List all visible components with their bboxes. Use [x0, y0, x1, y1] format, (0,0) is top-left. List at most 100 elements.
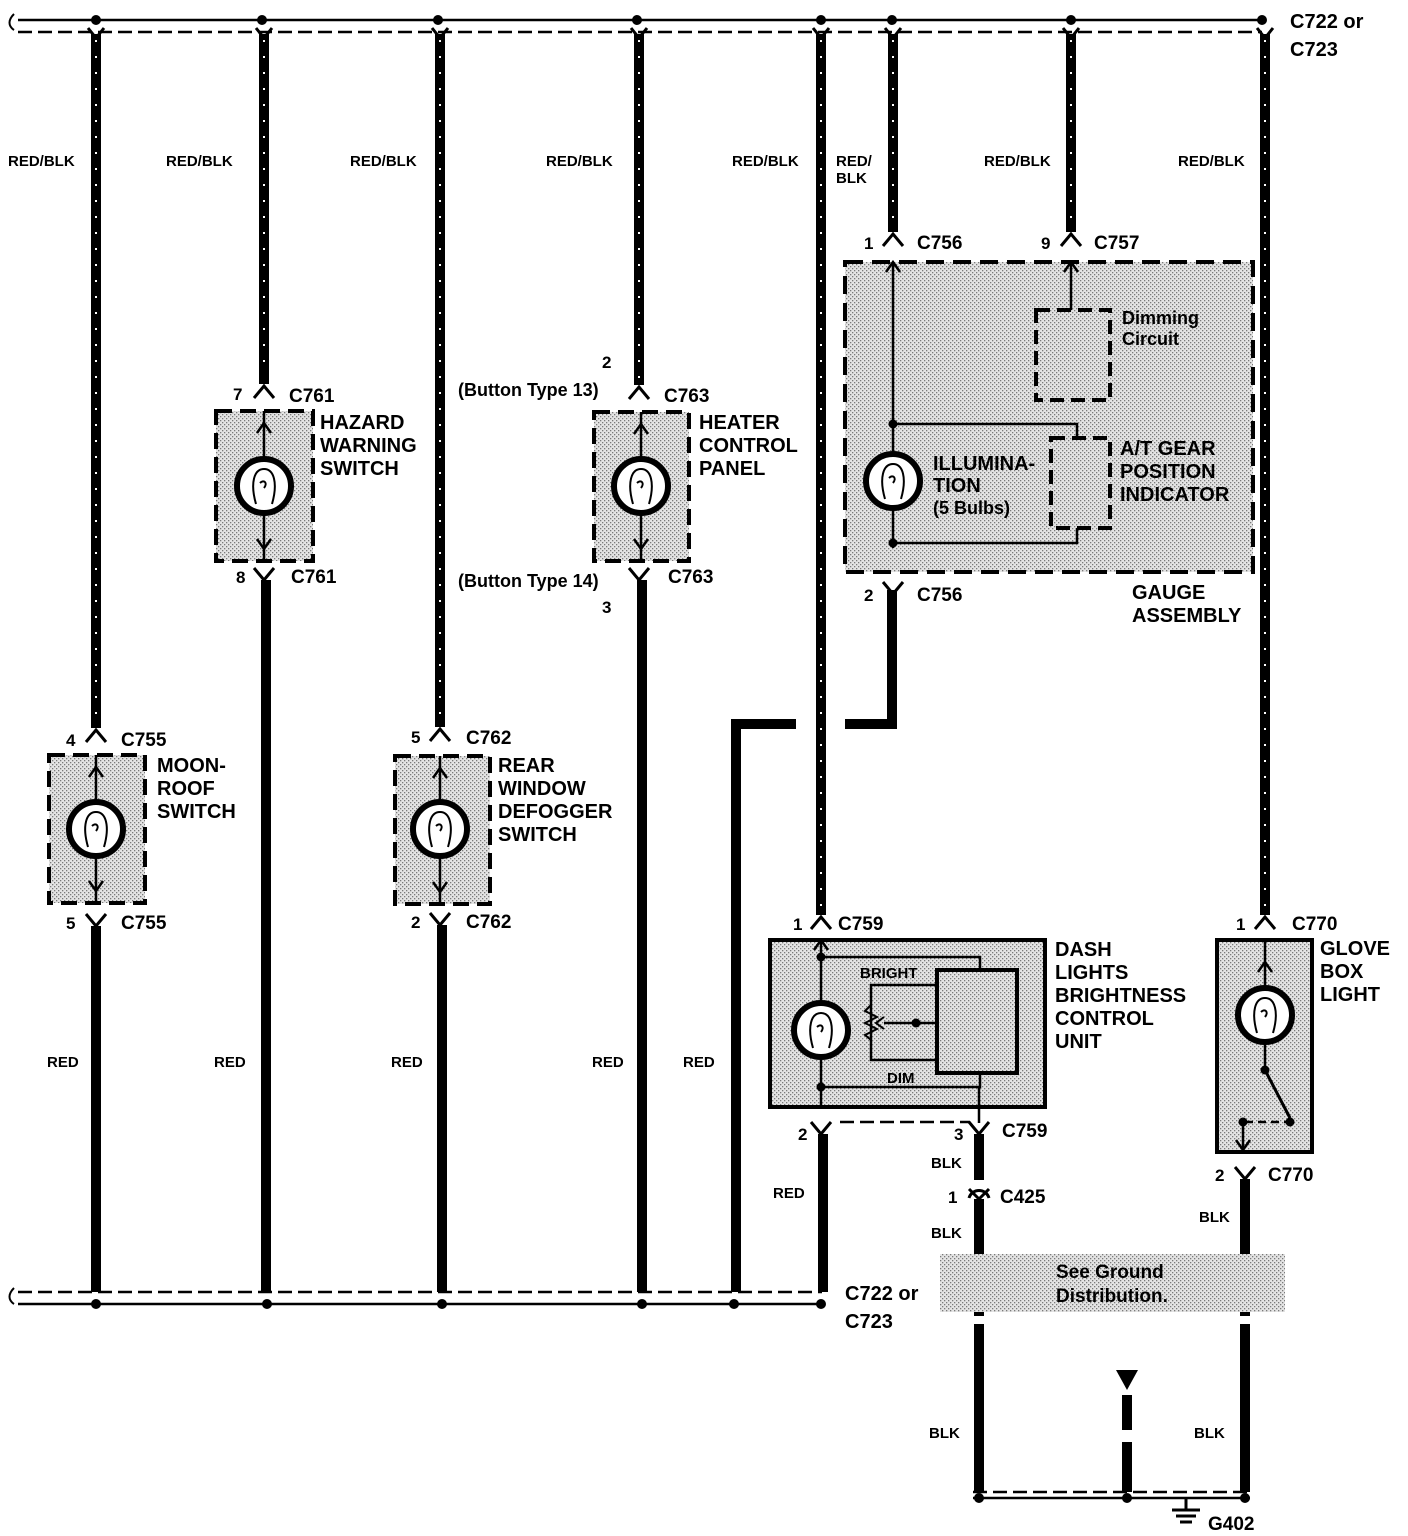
glovebox-label-2: BOX	[1320, 961, 1364, 983]
heater-bulb-icon	[611, 456, 671, 516]
hazard-pin-in: 7	[233, 385, 242, 404]
dash-blk-label-1: BLK	[931, 1155, 962, 1172]
dimming-label-2: Circuit	[1122, 329, 1179, 349]
gauge-wire-color-top-2: RED/BLK	[984, 153, 1051, 170]
defogger-label-3: DEFOGGER	[498, 801, 613, 823]
heater-pin-out: 3	[602, 598, 611, 617]
glovebox-pin-in: 1	[1236, 915, 1245, 934]
gauge-connector-b: C757	[1094, 233, 1139, 254]
hazard-pin-out: 8	[236, 568, 245, 587]
moonroof-pin-out: 5	[66, 914, 75, 933]
heater-label-3: PANEL	[699, 458, 765, 480]
ground-note-box	[940, 1254, 1285, 1312]
ground-label: G402	[1208, 1514, 1254, 1535]
gauge-pin-c: 2	[864, 586, 873, 605]
moonroof-connector-in: C755	[121, 730, 167, 751]
at-gear-label-1: A/T GEAR	[1120, 438, 1216, 460]
dash-pin-out-2: 3	[954, 1125, 963, 1144]
moonroof-label-1: MOON-	[157, 755, 226, 777]
defogger-switch-box	[393, 754, 492, 906]
gauge-connector-c: C756	[917, 585, 962, 606]
rheostat-icon	[862, 1004, 880, 1041]
ground-symbol-icon	[1172, 1498, 1200, 1524]
moonroof-pin-in: 4	[66, 731, 76, 750]
dash-wire-color-top: RED/BLK	[732, 153, 799, 170]
moonroof-wires	[84, 27, 108, 1292]
defogger-pin-out: 2	[411, 913, 420, 932]
moonroof-label-3: SWITCH	[157, 801, 236, 823]
heater-label-2: CONTROL	[699, 435, 798, 457]
illumination-label-1: ILLUMINA-	[933, 453, 1035, 475]
glovebox-pin-out: 2	[1215, 1166, 1224, 1185]
dash-bulb-icon	[791, 1000, 851, 1060]
ground-bus	[973, 1370, 1250, 1524]
gauge-return-wire	[731, 590, 897, 1292]
gauge-feed-wires	[881, 27, 1083, 597]
dash-feed-wire	[809, 27, 833, 930]
illumination-label-2: TION	[933, 475, 981, 497]
dimming-circuit-box	[1034, 308, 1112, 402]
at-gear-label-2: POSITION	[1120, 461, 1216, 483]
defogger-connector-in: C762	[466, 728, 511, 749]
glovebox-label-3: LIGHT	[1320, 984, 1380, 1006]
moonroof-wire-color-bottom: RED	[47, 1054, 79, 1071]
dash-label-2: LIGHTS	[1055, 962, 1128, 984]
dash-pin-out: 2	[798, 1125, 807, 1144]
ground-arrow-icon	[1116, 1370, 1138, 1390]
hazard-wire-color-top: RED/BLK	[166, 153, 233, 170]
hazard-label-1: HAZARD	[320, 412, 404, 434]
defogger-connector-out: C762	[466, 912, 511, 933]
gauge-assembly-label-2: ASSEMBLY	[1132, 605, 1242, 627]
c425-connector: C425	[1000, 1187, 1046, 1208]
bottom-bus-splices	[91, 1299, 826, 1309]
top-bus-label-1: C722 or	[1290, 11, 1364, 33]
defogger-label-1: REAR	[498, 755, 555, 777]
c425-pin: 1	[948, 1188, 957, 1207]
dash-control-unit-box	[768, 937, 1047, 1123]
gauge-pin-b: 9	[1041, 234, 1050, 253]
glovebox-wire-color-top: RED/BLK	[1178, 153, 1245, 170]
gauge-wire-color-top-1a: RED/	[836, 153, 873, 170]
defogger-pin-in: 5	[411, 728, 420, 747]
dash-bright-label: BRIGHT	[860, 965, 918, 982]
control-module-box	[935, 968, 1019, 1075]
ground-note-line-1: See Ground	[1056, 1262, 1164, 1283]
moonroof-label-2: ROOF	[157, 778, 215, 800]
hazard-wires	[252, 27, 276, 1292]
dash-output-wires	[809, 1120, 991, 1492]
gauge-wire-color-top-1b: BLK	[836, 170, 867, 187]
heater-wire-color-top: RED/BLK	[546, 153, 613, 170]
dash-blk-label-2: BLK	[931, 1225, 962, 1242]
door-switch-icon	[1263, 1069, 1292, 1119]
gauge-assembly-label-1: GAUGE	[1132, 582, 1205, 604]
moonroof-connector-out: C755	[121, 913, 167, 934]
dash-connector-in: C759	[838, 914, 883, 935]
top-bus-splices	[91, 15, 1267, 25]
heater-label-1: HEATER	[699, 412, 780, 434]
at-gear-label-3: INDICATOR	[1120, 484, 1230, 506]
bottom-bus	[8, 1287, 822, 1306]
top-bus-label-2: C723	[1290, 39, 1338, 61]
gauge-return-wire-color: RED	[683, 1054, 715, 1071]
heater-note-out: (Button Type 14)	[458, 571, 599, 591]
moonroof-switch-box	[47, 753, 147, 905]
heater-pin-in: 2	[602, 353, 611, 372]
defogger-wires	[428, 27, 452, 1292]
dash-label-1: DASH	[1055, 939, 1112, 961]
heater-wires	[627, 27, 651, 1292]
dash-dim-label: DIM	[887, 1070, 915, 1087]
hazard-connector-out: C761	[291, 567, 337, 588]
glovebox-ground-wire	[1233, 1166, 1257, 1492]
gauge-pin-a: 1	[864, 234, 873, 253]
moonroof-bulb-icon	[66, 799, 126, 859]
defogger-wire-color-bottom: RED	[391, 1054, 423, 1071]
hazard-switch-box	[214, 409, 315, 563]
bottom-bus-label-2: C723	[845, 1311, 893, 1333]
glovebox-label-1: GLOVE	[1320, 938, 1390, 960]
at-gear-indicator-box	[1049, 436, 1112, 530]
heater-connector-in: C763	[664, 386, 709, 407]
dash-label-4: CONTROL	[1055, 1008, 1154, 1030]
glovebox-connector-out: C770	[1268, 1165, 1313, 1186]
hazard-wire-color-bottom: RED	[214, 1054, 246, 1071]
glovebox-connector-in: C770	[1292, 914, 1337, 935]
